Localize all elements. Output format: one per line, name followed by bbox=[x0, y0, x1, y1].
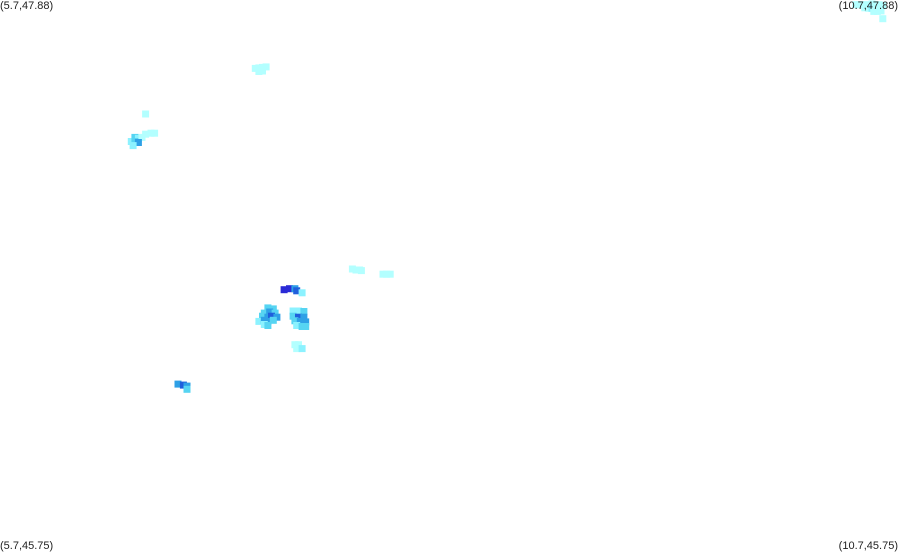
heat-cell bbox=[255, 317, 263, 325]
heat-cell bbox=[255, 64, 263, 72]
heat-cell bbox=[298, 289, 306, 297]
heat-cell bbox=[269, 305, 277, 313]
heat-cell bbox=[260, 321, 268, 328]
heat-cell bbox=[286, 285, 293, 293]
heat-cell bbox=[147, 129, 155, 137]
heat-cell bbox=[251, 64, 259, 72]
heat-cell bbox=[864, 4, 872, 12]
heat-cell bbox=[293, 345, 301, 353]
heat-cell bbox=[868, 0, 876, 8]
heat-cell bbox=[357, 267, 365, 275]
heat-cell bbox=[879, 2, 887, 10]
heat-cell bbox=[151, 129, 159, 137]
heat-cell bbox=[855, 1, 863, 9]
heat-cell bbox=[259, 67, 266, 75]
heat-cell bbox=[877, 7, 885, 15]
corner-label-bottom-left: (5.7,45.75) bbox=[0, 540, 54, 552]
heat-cell bbox=[262, 63, 270, 71]
heat-cell bbox=[280, 286, 288, 294]
heat-cell bbox=[264, 322, 272, 329]
heat-cell bbox=[295, 341, 302, 349]
heat-cell bbox=[138, 133, 146, 141]
precipitation-cells-layer bbox=[127, 0, 887, 393]
heat-cell bbox=[259, 63, 266, 71]
heat-cell bbox=[142, 110, 150, 118]
heat-cell bbox=[300, 308, 308, 315]
heat-cell bbox=[296, 317, 304, 325]
heat-cell bbox=[298, 323, 306, 330]
heat-cell bbox=[179, 381, 187, 389]
heat-cell bbox=[872, 4, 880, 12]
heat-cell bbox=[302, 318, 310, 326]
heat-cell bbox=[269, 316, 277, 324]
heat-cell bbox=[302, 323, 310, 330]
heat-cell bbox=[134, 139, 142, 146]
heat-cell bbox=[291, 317, 299, 325]
heat-cell bbox=[127, 138, 135, 145]
heat-cell bbox=[268, 312, 275, 320]
heat-cell bbox=[293, 322, 301, 329]
heat-cell bbox=[174, 380, 182, 388]
heat-cell bbox=[300, 313, 308, 321]
heat-cell bbox=[264, 304, 272, 312]
heat-cell bbox=[348, 265, 356, 273]
heat-cell bbox=[264, 317, 272, 325]
heat-cell bbox=[273, 313, 281, 321]
heat-cell bbox=[870, 7, 878, 15]
heat-cell bbox=[129, 142, 137, 150]
heat-cell bbox=[379, 270, 387, 278]
heat-cell bbox=[879, 15, 887, 23]
heat-cell bbox=[264, 313, 272, 321]
heat-cell bbox=[383, 270, 391, 278]
heat-cell bbox=[183, 385, 191, 393]
heat-cell bbox=[298, 345, 306, 353]
heat-cell bbox=[289, 312, 297, 320]
heat-cell bbox=[861, 4, 869, 12]
heat-cell bbox=[295, 313, 302, 321]
heat-cell bbox=[259, 312, 266, 320]
heat-cell bbox=[852, 1, 860, 9]
heat-cell bbox=[291, 341, 299, 349]
corner-label-top-left: (5.7,47.88) bbox=[0, 0, 54, 12]
heat-cell bbox=[293, 287, 301, 295]
heat-cell bbox=[295, 307, 302, 315]
heat-cell bbox=[289, 307, 297, 315]
heat-cell bbox=[873, 7, 881, 15]
heat-cell bbox=[142, 130, 150, 138]
heat-cell bbox=[352, 266, 360, 274]
heat-cell bbox=[386, 270, 394, 278]
corner-label-top-right: (10.7,47.88) bbox=[838, 0, 898, 12]
heat-cell bbox=[271, 309, 279, 317]
heat-cell bbox=[260, 316, 268, 324]
heat-cell bbox=[266, 308, 274, 316]
corner-label-bottom-right: (10.7,45.75) bbox=[838, 540, 898, 552]
heat-cell bbox=[255, 68, 263, 75]
